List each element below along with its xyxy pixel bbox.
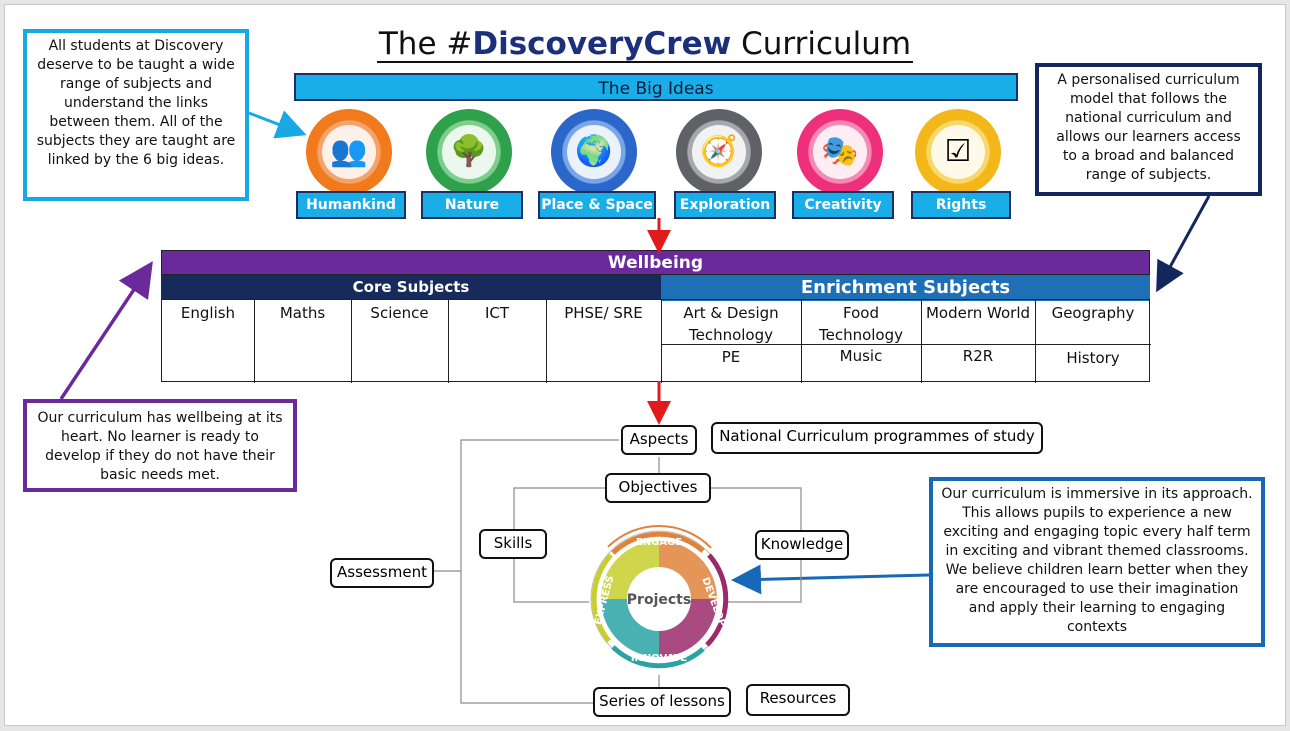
objectives-box: Objectives — [605, 473, 711, 503]
skills-box: Skills — [479, 529, 547, 559]
enrichment-subject: R2R — [962, 347, 994, 365]
enrichment-subject: Food Technology — [818, 304, 904, 344]
express-segment — [601, 541, 659, 599]
enrichment-subjects-header: Enrichment Subjects — [661, 275, 1150, 301]
arrow-big-ideas — [248, 110, 307, 139]
big-idea-label: Creativity — [792, 191, 894, 219]
place-space-circle: 🌍 — [551, 109, 637, 195]
assessment-box: Assessment — [330, 558, 434, 588]
develop-segment — [659, 599, 717, 657]
aspects-box: Aspects — [621, 425, 697, 455]
page-title: The #DiscoveryCrew Curriculum — [5, 27, 1285, 63]
arrow-enrichment — [1156, 195, 1211, 293]
creativity-circle: 🎭 — [797, 109, 883, 195]
core-subject: English — [180, 304, 236, 322]
curriculum-page: The #DiscoveryCrew Curriculum The Big Id… — [4, 4, 1286, 726]
core-subject: Science — [370, 304, 429, 322]
enrichment-subject: Art & Design Technology — [683, 304, 779, 344]
theatre-masks-icon: 🎭 — [813, 125, 867, 179]
projects-cycle: ENGAGE DEVELOP INNOVATE EXPRESS Projects — [585, 525, 733, 673]
enrichment-subject: Music — [839, 347, 883, 365]
big-idea-label: Exploration — [674, 191, 776, 219]
enrichment-subject: PE — [721, 348, 741, 366]
big-ideas-header: The Big Ideas — [294, 73, 1018, 101]
innovate-label: INNOVATE — [631, 653, 688, 664]
callout-big-ideas: All students at Discovery deserve to be … — [23, 29, 249, 201]
big-idea-label: Humankind — [296, 191, 406, 219]
title-prefix: The # — [378, 26, 473, 62]
nature-circle: 🌳 — [426, 109, 512, 195]
arrow-wellbeing — [59, 261, 153, 400]
engage-label: ENGAGE — [636, 537, 682, 548]
knowledge-box: Knowledge — [755, 530, 849, 560]
core-subject: Maths — [279, 304, 326, 322]
globe-icon: 🌍 — [567, 125, 621, 179]
core-subject: PHSE/ SRE — [564, 304, 643, 322]
projects-center — [627, 567, 691, 631]
innovate-segment — [601, 599, 659, 657]
big-idea-label: Place & Space — [538, 191, 656, 219]
tree-butterfly-icon: 🌳 — [442, 125, 496, 179]
enrichment-subject: Modern World — [925, 304, 1031, 322]
subjects-table: English Maths Science ICT PHSE/ SRE Art … — [161, 299, 1151, 383]
series-of-lessons-box: Series of lessons — [593, 687, 731, 717]
explorer-icon: 🧭 — [692, 125, 746, 179]
checklist-icon: ☑ — [931, 125, 985, 179]
big-idea-label: Nature — [421, 191, 523, 219]
callout-immersive: Our curriculum is immersive in its appro… — [929, 477, 1265, 647]
core-subject: ICT — [484, 304, 510, 322]
resources-box: Resources — [746, 684, 850, 716]
projects-label: Projects — [627, 592, 691, 608]
engage-segment — [659, 541, 717, 599]
rights-circle: ☑ — [915, 109, 1001, 195]
title-highlight: DiscoveryCrew — [472, 26, 732, 62]
callout-personalised: A personalised curriculum model that fol… — [1035, 63, 1262, 196]
big-idea-label: Rights — [911, 191, 1011, 219]
arrow-immersive — [731, 564, 930, 595]
enrichment-subject: Geography — [1051, 304, 1135, 322]
enrichment-subject: History — [1066, 349, 1120, 367]
people-icon: 👥 — [322, 125, 376, 179]
title-suffix: Curriculum — [731, 26, 912, 62]
national-curriculum-box: National Curriculum programmes of study — [711, 422, 1043, 454]
connectors-layer — [59, 110, 1211, 704]
callout-wellbeing: Our curriculum has wellbeing at its hear… — [23, 399, 297, 492]
humankind-circle: 👥 — [306, 109, 392, 195]
engage-ring — [585, 525, 733, 673]
core-subjects-header: Core Subjects — [161, 275, 661, 299]
